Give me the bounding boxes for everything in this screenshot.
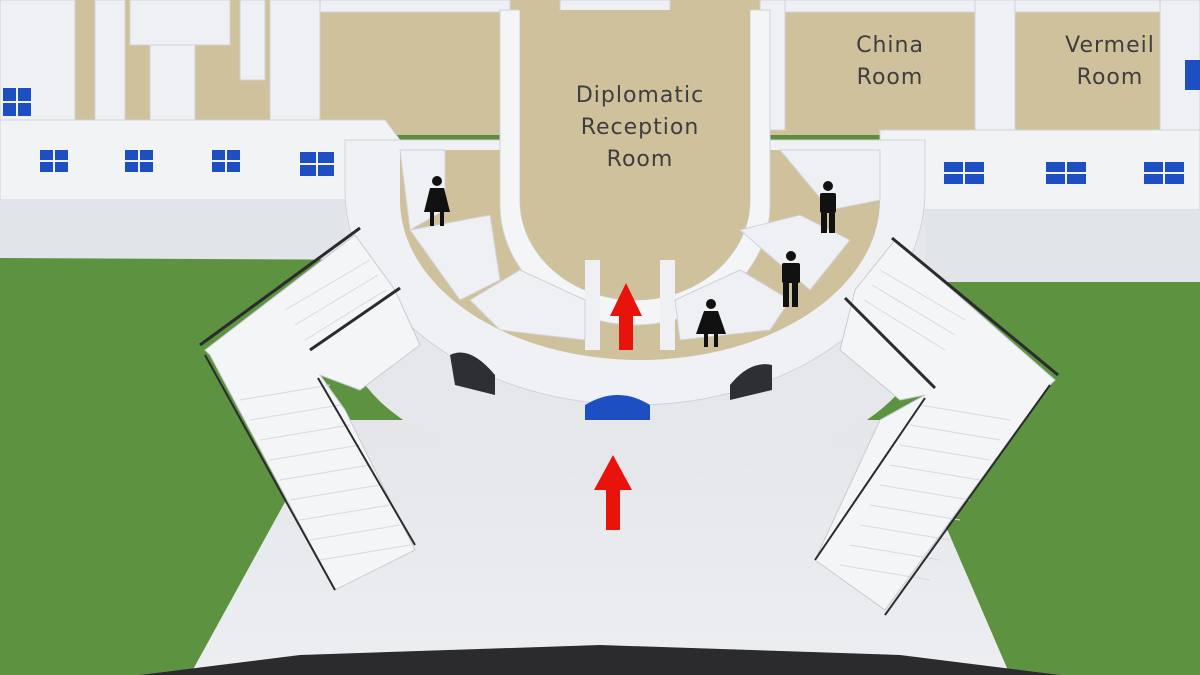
door-jamb-right [660, 260, 675, 350]
facade-left [0, 119, 410, 260]
driveway-edge [140, 645, 1060, 675]
man-icon [820, 181, 836, 233]
staircase-right [814, 236, 1059, 616]
room-label-line: Room [1076, 65, 1144, 90]
diplomatic-reception-room-label: Diplomatic Reception Room [555, 80, 725, 176]
bay-partition-walls [399, 149, 881, 341]
window-icon [1185, 60, 1200, 90]
window-mullions [3, 88, 1184, 184]
room-label-line: Room [856, 65, 924, 90]
entrance-plaza [190, 420, 1010, 675]
door-jamb-left [585, 260, 600, 350]
china-room-label: China Room [830, 30, 950, 94]
portico-outer-wall [345, 190, 925, 480]
facade-right [860, 129, 1200, 282]
staircase-left [199, 226, 421, 591]
room-label-line: China [856, 33, 924, 58]
room-label-line: Diplomatic [575, 83, 705, 108]
reception-room-floor [520, 10, 750, 300]
woman-icon [424, 176, 450, 226]
vermeil-room-label: Vermeil Room [1040, 30, 1180, 94]
room-label-line: Vermeil [1065, 33, 1155, 58]
room-label-line: Reception [580, 115, 700, 140]
route-arrow [594, 455, 632, 530]
room-label-line: Room [606, 147, 674, 172]
man-icon [782, 251, 800, 307]
woman-icon [696, 299, 726, 347]
portico-arches [450, 352, 772, 420]
route-arrow [610, 283, 642, 350]
